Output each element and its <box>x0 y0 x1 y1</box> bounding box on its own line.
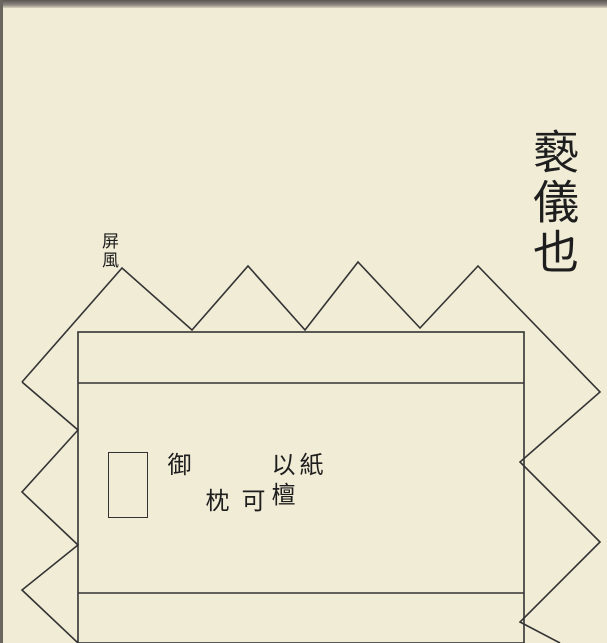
page-left-edge <box>0 0 3 643</box>
zigzag-left-edge <box>20 381 80 643</box>
label-box <box>108 452 148 518</box>
text-column-1: 御 <box>163 452 191 482</box>
text-column-2: 枕 <box>201 488 229 518</box>
main-title: 褻儀也 <box>526 128 580 278</box>
text-column-5: 紙 <box>295 452 323 482</box>
text-column-3: 可 <box>237 488 265 518</box>
wrapped-rectangle <box>77 331 525 643</box>
zigzag-outline <box>21 260 602 643</box>
page-top-edge <box>0 0 607 8</box>
screen-label: 屏風 <box>98 232 118 270</box>
text-column-4: 以檀 <box>267 452 295 512</box>
